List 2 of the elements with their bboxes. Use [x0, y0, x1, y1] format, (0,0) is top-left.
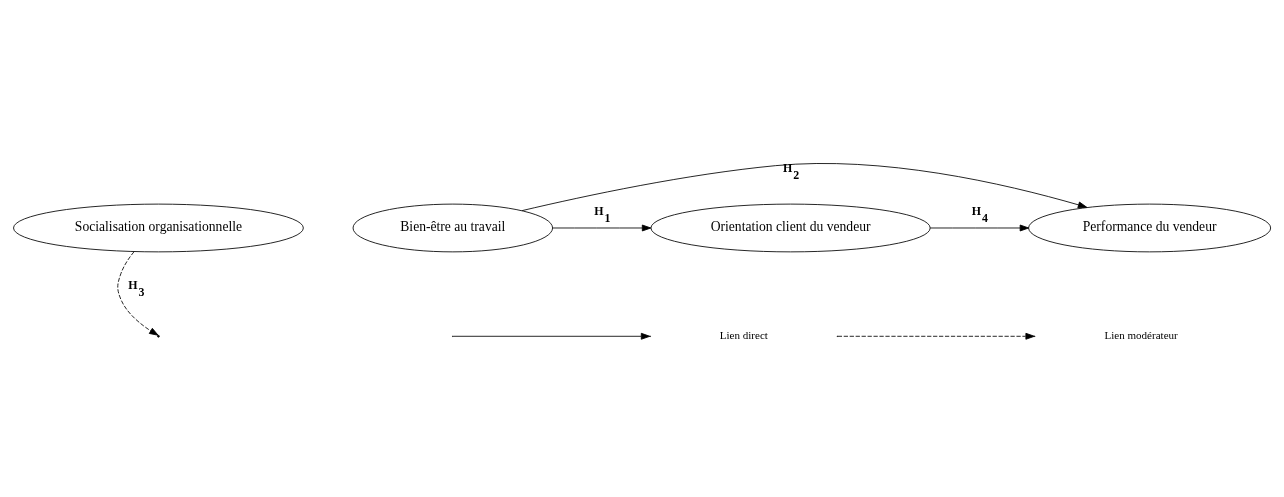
legend-label: Lien direct [719, 329, 768, 342]
legend-label: Lien modérateur [1104, 329, 1178, 342]
